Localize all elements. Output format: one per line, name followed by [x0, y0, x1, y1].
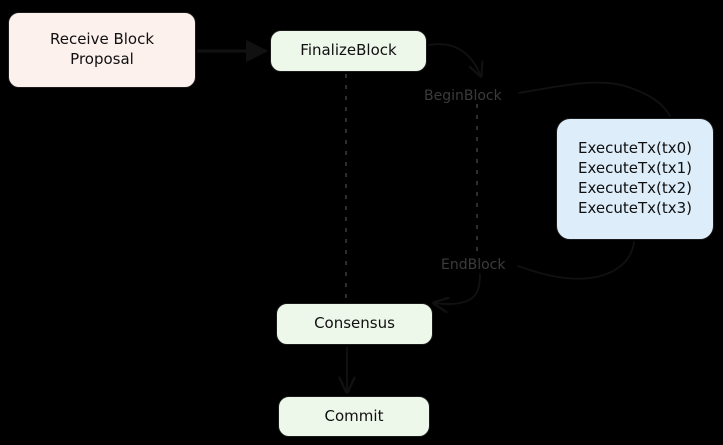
node-commit[interactable]: Commit: [278, 396, 430, 437]
node-consensus-label: Consensus: [314, 314, 395, 333]
edge-finalize-to-beginblock: [428, 43, 481, 76]
node-consensus[interactable]: Consensus: [276, 303, 433, 345]
node-commit-label: Commit: [324, 406, 384, 425]
edge-label-begin-block: BeginBlock: [424, 88, 502, 104]
node-execute-tx-label: ExecuteTx(tx0) ExecuteTx(tx1) ExecuteTx(…: [577, 139, 693, 217]
node-receive-block-proposal-label: Receive Block Proposal: [49, 30, 155, 68]
edge-executetx-to-endblock: [517, 241, 635, 280]
node-finalize-block-label: FinalizeBlock: [300, 41, 397, 60]
node-execute-tx[interactable]: ExecuteTx(tx0) ExecuteTx(tx1) ExecuteTx(…: [556, 118, 714, 240]
edge-endblock-to-consensus: [434, 273, 481, 304]
edge-label-end-block: EndBlock: [441, 257, 506, 273]
edge-beginblock-to-executetx: [518, 81, 671, 117]
node-finalize-block[interactable]: FinalizeBlock: [270, 30, 427, 72]
node-receive-block-proposal[interactable]: Receive Block Proposal: [8, 12, 196, 88]
